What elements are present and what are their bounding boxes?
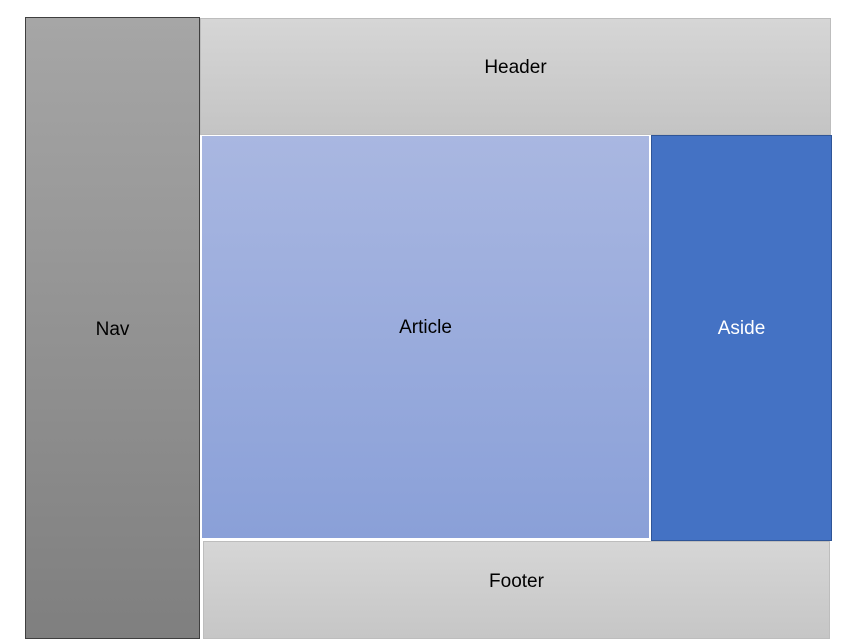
nav-label: Nav <box>95 319 130 340</box>
article-label: Article <box>399 317 452 338</box>
header-region: Header <box>200 18 831 135</box>
article-region: Article <box>201 135 650 539</box>
footer-region: Footer <box>203 541 830 639</box>
footer-label: Footer <box>489 571 544 592</box>
aside-label: Aside <box>717 318 766 339</box>
nav-region: Nav <box>25 17 200 639</box>
header-label: Header <box>484 56 547 78</box>
aside-region: Aside <box>651 135 832 541</box>
